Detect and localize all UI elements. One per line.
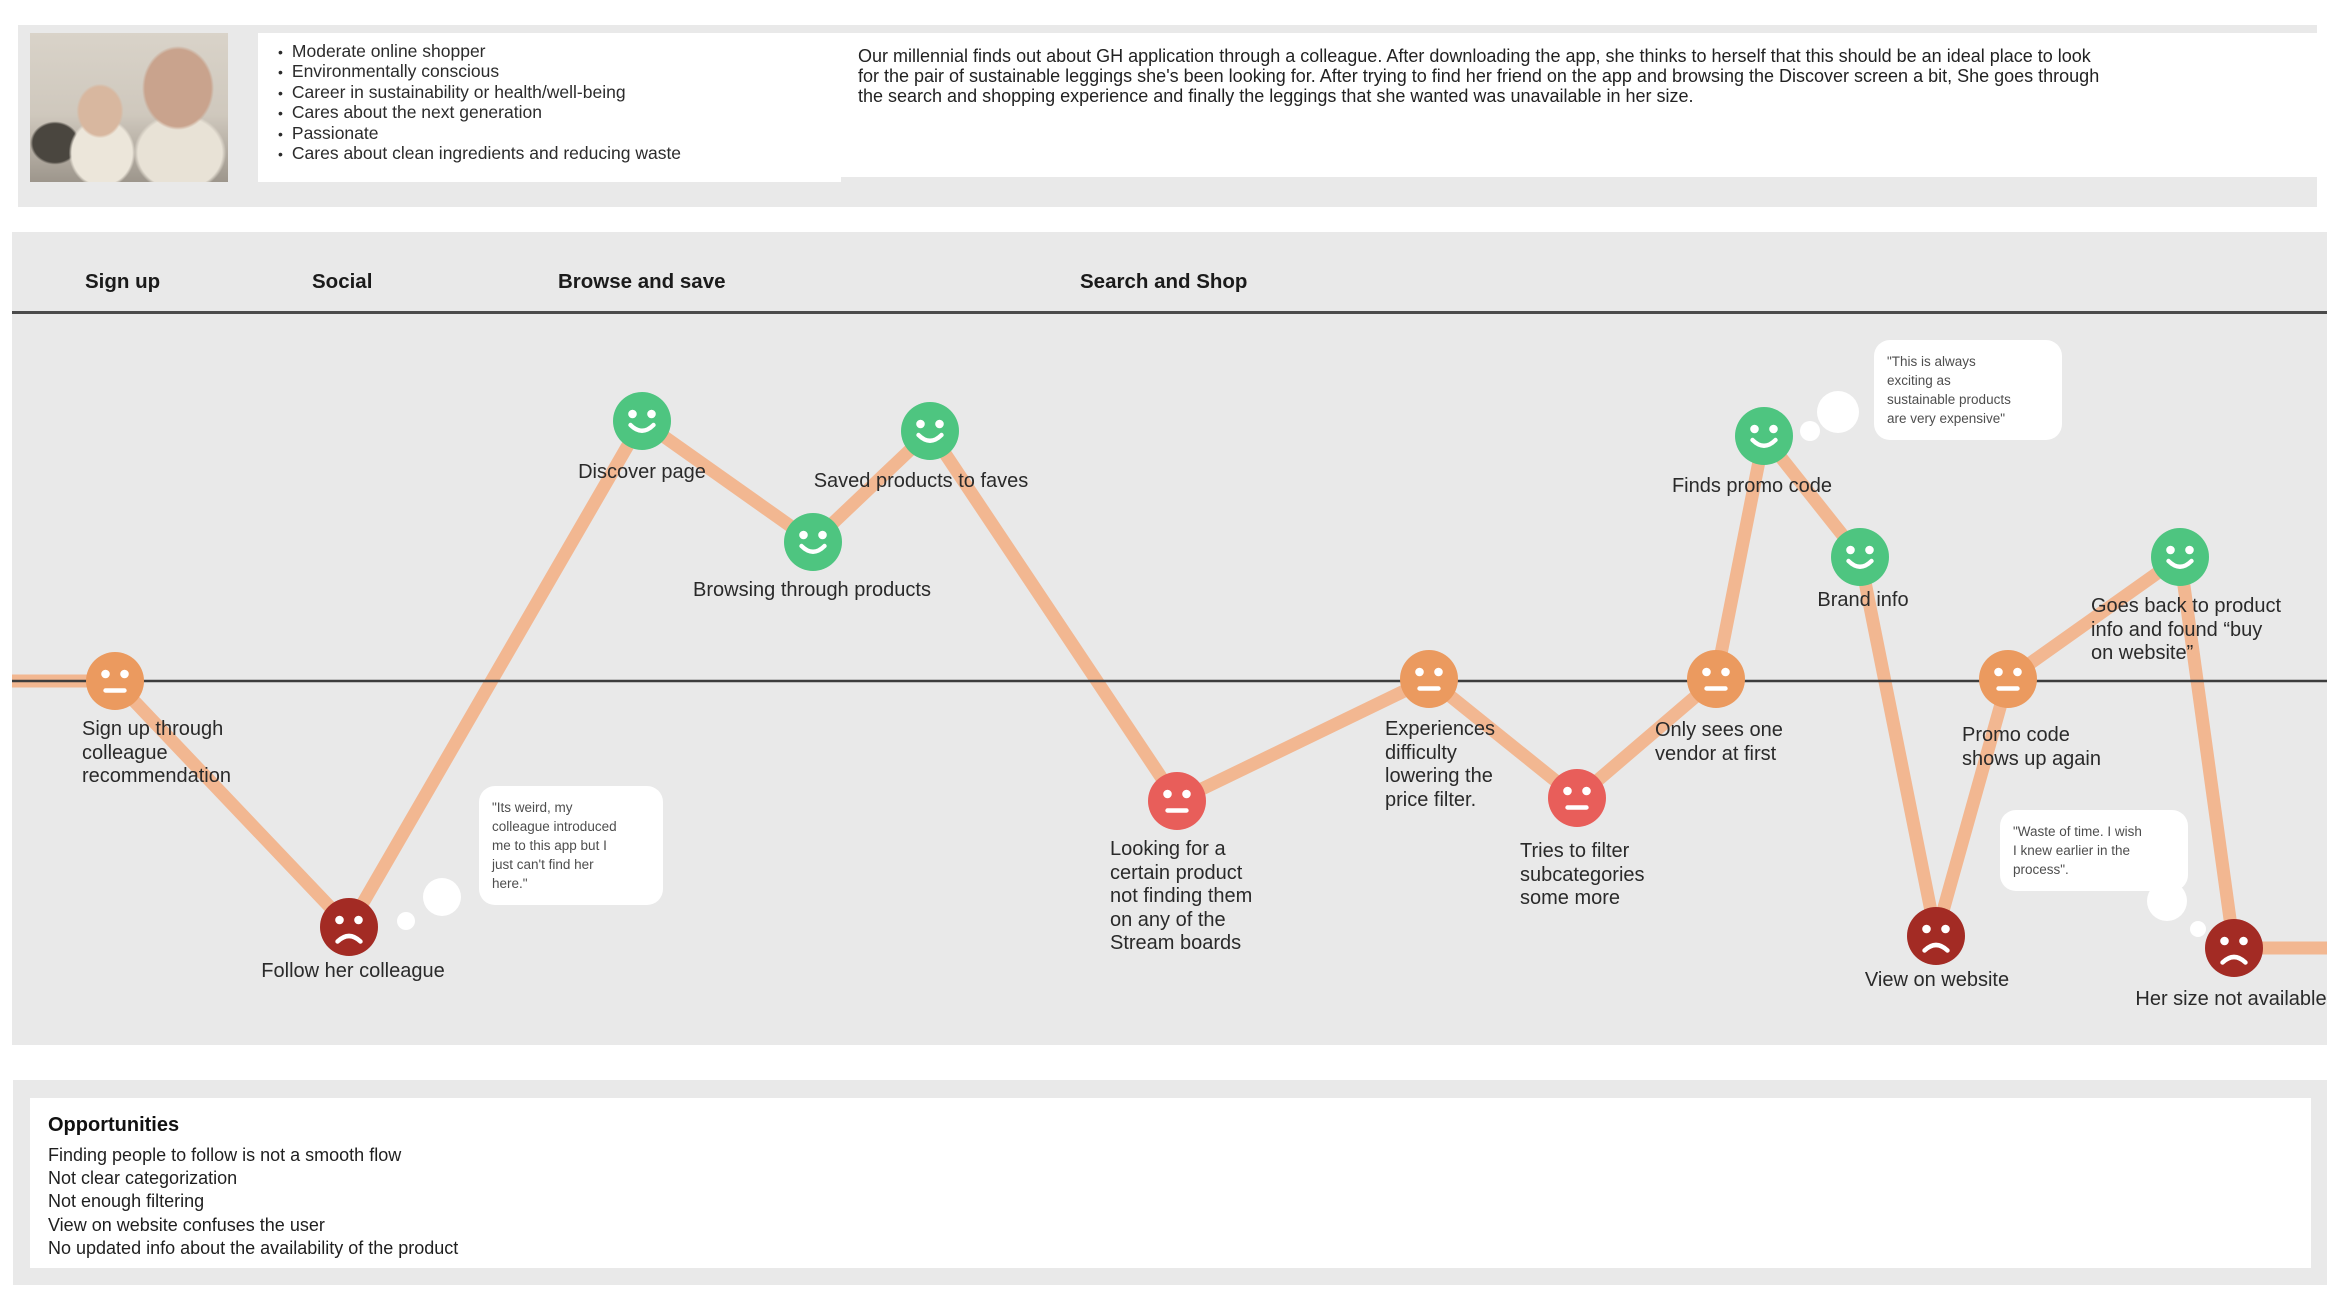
sad-face-icon [2205,919,2263,977]
journey-node-label-finds-promo-code: Finds promo code [1671,475,1833,497]
neutral-face-icon [1687,650,1745,708]
journey-node-label-looking-for-certain-product: Looking for a certain product not findin… [1110,838,1253,954]
neutral-face-icon [1400,650,1458,708]
journey-node-label-follow-her-colleague: Follow her colleague [261,960,445,982]
happy-face-icon [901,402,959,460]
list-item: Passionate [278,123,841,144]
neutral-face-icon [1979,650,2037,708]
journey-node-only-one-vendor [1687,650,1745,708]
journey-node-label-size-not-available: Her size not available [2135,988,2327,1010]
journey-node-label-sign-up-through-colleague: Sign up through colleague recommendation [82,718,231,787]
journey-node-view-on-website [1907,907,1965,965]
scenario-card: Our millennial finds out about GH applic… [840,33,2317,177]
journey-node-label-browsing-through-products: Browsing through products [693,579,931,601]
journey-node-finds-promo-code [1735,407,1793,465]
list-item: Cares about the next generation [278,102,841,123]
unhappy-face-icon [1548,769,1606,827]
phase-header-social: Social [312,270,373,293]
journey-node-filter-subcategories [1548,769,1606,827]
phase-divider-rule [12,311,2327,314]
scenario-text: Our millennial finds out about GH applic… [858,46,2100,106]
thought-bubble-dot [2190,921,2206,937]
journey-node-size-not-available [2205,919,2263,977]
journey-node-browsing-through-products [784,513,842,571]
phase-header-search-and-shop: Search and Shop [1080,270,1248,293]
journey-node-label-discover-page: Discover page [578,461,706,483]
journey-node-looking-for-certain-product [1148,772,1206,830]
journey-node-discover-page [613,392,671,450]
happy-face-icon [613,392,671,450]
opportunities-list: Finding people to follow is not a smooth… [48,1144,2311,1260]
thought-bubble-dot [1800,421,1820,441]
list-item: Environmentally conscious [278,62,841,82]
journey-node-label-saved-products-to-faves: Saved products to faves [813,470,1029,492]
journey-node-promo-code-again [1979,650,2037,708]
journey-node-label-promo-code-again: Promo code shows up again [1962,724,2101,770]
sad-face-icon [1907,907,1965,965]
phase-header-browse-and-save: Browse and save [558,270,726,293]
journey-node-follow-her-colleague [320,898,378,956]
opportunities-card: Opportunities Finding people to follow i… [30,1098,2311,1268]
persona-traits-list: Moderate online shopperEnvironmentally c… [258,41,841,164]
unhappy-face-icon [1148,772,1206,830]
journey-node-label-only-one-vendor: Only sees one vendor at first [1655,719,1783,765]
opportunities-title: Opportunities [48,1114,180,1136]
neutral-face-icon [86,652,144,710]
list-item: View on website confuses the user [48,1214,325,1235]
list-item: Cares about clean ingredients and reduci… [278,143,841,164]
list-item: Not clear categorization [48,1168,238,1189]
thought-bubble-dot [423,878,461,916]
opportunities-section: Opportunities Finding people to follow i… [13,1080,2327,1285]
thought-bubble-dot [1817,391,1859,433]
happy-face-icon [1831,528,1889,586]
journey-node-sign-up-through-colleague [86,652,144,710]
journey-node-label-view-on-website: View on website [1864,969,2010,991]
happy-face-icon [1735,407,1793,465]
thought-bubble-dot [397,912,415,930]
list-item: No updated info about the availability o… [48,1237,459,1258]
list-item: Finding people to follow is not a smooth… [48,1145,402,1165]
happy-face-icon [784,513,842,571]
journey-node-brand-info [1831,528,1889,586]
journey-node-saved-products-to-faves [901,402,959,460]
journey-node-label-filter-subcategories: Tries to filter subcategories some more [1520,840,1645,909]
list-item: Moderate online shopper [278,41,841,62]
persona-traits-card: Moderate online shopperEnvironmentally c… [258,33,841,182]
phase-header-sign-up: Sign up [85,270,161,293]
list-item: Career in sustainability or health/well-… [278,82,841,103]
journey-node-price-filter-difficulty [1400,650,1458,708]
happy-face-icon [2151,528,2209,586]
thought-bubble-waste-of-time: "Waste of time. I wish I knew earlier in… [2000,810,2188,891]
journey-panel: Sign up Social Browse and save Search and S… [12,232,2327,1045]
journey-node-label-price-filter-difficulty: Experiences difficulty lowering the pric… [1385,718,1496,811]
sad-face-icon [320,898,378,956]
thought-bubble-cant-find-her: "Its weird, my colleague introduced me t… [479,786,663,905]
persona-section: Moderate online shopperEnvironmentally c… [18,25,2317,207]
journey-node-back-to-product-info [2151,528,2209,586]
persona-photo [30,33,228,182]
journey-node-label-back-to-product-info: Goes back to product info and found “buy… [2091,595,2282,664]
thought-bubble-always-exciting: "This is always exciting as sustainable … [1874,340,2062,440]
list-item: Not enough filtering [48,1191,205,1212]
journey-node-label-brand-info: Brand info [1817,589,1909,611]
